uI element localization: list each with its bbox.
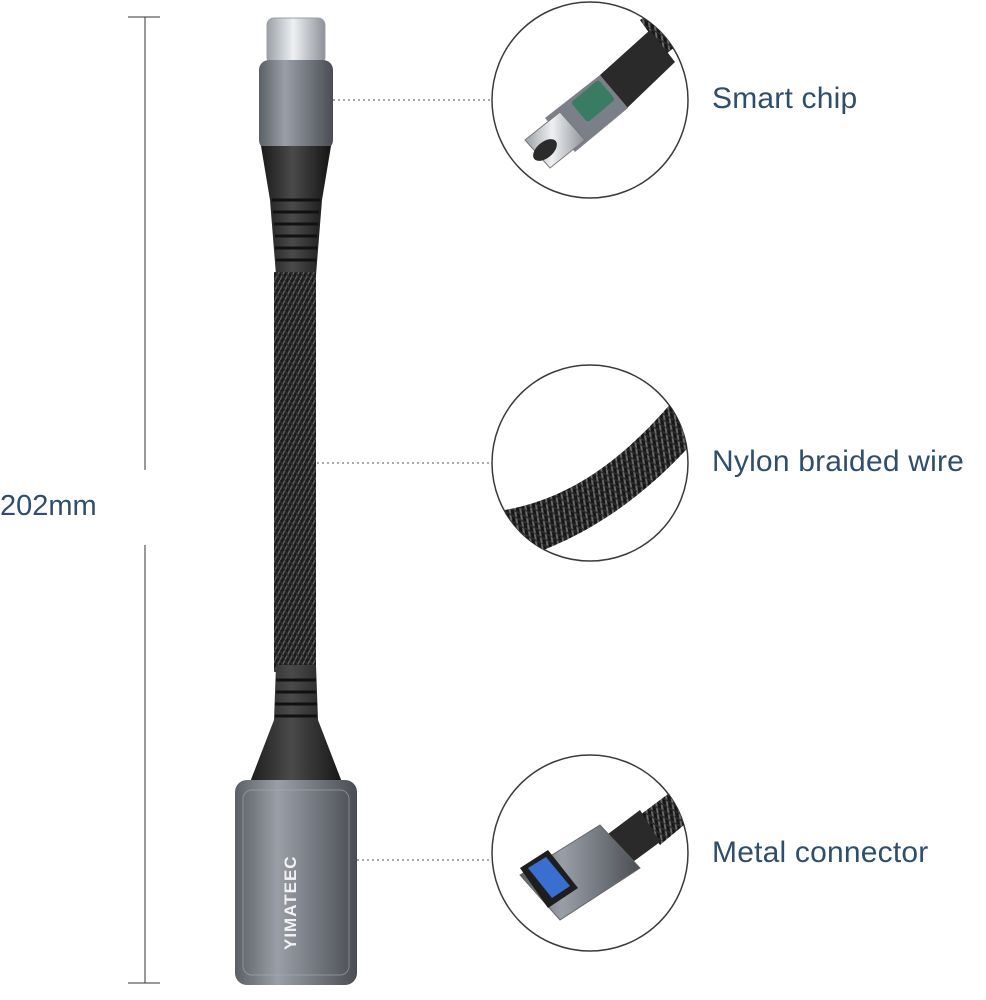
usb-c-tip bbox=[266, 17, 326, 65]
lower-strain-relief bbox=[247, 665, 345, 790]
length-dimension-label: 202mm bbox=[0, 490, 97, 522]
usb-a-housing bbox=[235, 780, 357, 985]
feature-label-smart-chip: Smart chip bbox=[712, 82, 858, 115]
leader-lines bbox=[312, 99, 492, 861]
smart-chip-closeup bbox=[491, 1, 689, 199]
metal-connector-closeup bbox=[491, 754, 689, 952]
nylon-braided-closeup bbox=[491, 364, 689, 562]
feature-label-metal-connector: Metal connector bbox=[712, 836, 929, 869]
dimension-line bbox=[128, 16, 160, 984]
brand-logo: YIMATEEC bbox=[281, 855, 300, 950]
braided-cable bbox=[274, 272, 316, 672]
cable-illustration bbox=[235, 17, 357, 985]
usb-c-housing bbox=[259, 60, 333, 150]
feature-label-nylon-braided-wire: Nylon braided wire bbox=[712, 445, 965, 478]
